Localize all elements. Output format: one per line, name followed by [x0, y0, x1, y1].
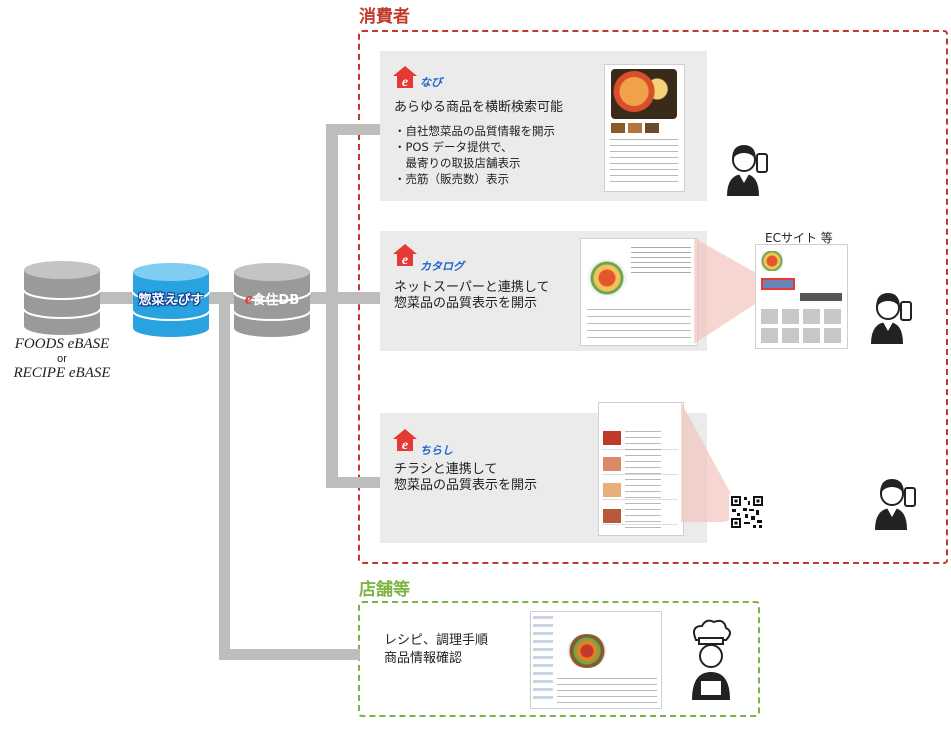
store-dish-photo [567, 634, 607, 668]
ec-dish-photo [761, 251, 783, 271]
chirashi-thumb-3 [603, 483, 621, 497]
connector-to-chirashi [326, 477, 380, 488]
svg-text:e: e [402, 253, 408, 268]
person-with-phone-icon [727, 145, 768, 196]
shoku-ju-db-cylinder [233, 263, 311, 337]
store-line: レシピ、調理手順 [384, 633, 489, 648]
souzai-ebisu-label: 惣菜えびす [138, 293, 204, 308]
navi-product-screenshot [604, 64, 685, 192]
chirashi-brand-label: ちらし [420, 444, 453, 457]
person-with-phone-icon [875, 479, 916, 530]
chirashi-text: チラシと連携して 惣菜品の品質表示を開示 [394, 462, 537, 494]
chirashi-price-lines [625, 431, 661, 529]
catalog-brand-label: カタログ [420, 260, 464, 273]
e-house-logo-icon: e [393, 429, 417, 453]
thumbnail-strip [611, 123, 677, 133]
ec-site-mockup [755, 244, 848, 349]
chirashi-thumb-4 [603, 509, 621, 523]
ec-grid [761, 309, 841, 343]
source-database-cylinder [23, 261, 101, 335]
catalog-line: 惣菜品の品質表示を開示 [394, 296, 538, 311]
navi-brand-label: なび [420, 76, 442, 89]
ec-site-label: ECサイト 等 [765, 231, 833, 245]
e-house-logo-icon: e [393, 244, 417, 268]
db-label: 食住DB [252, 293, 300, 308]
svg-text:e: e [402, 438, 408, 453]
bento-photo [611, 69, 677, 119]
store-content-lines [557, 678, 657, 704]
catalog-line: ネットスーパーと連携して [394, 280, 550, 295]
chirashi-thumb-2 [603, 457, 621, 471]
chirashi-line: 惣菜品の品質表示を開示 [394, 478, 538, 493]
catalog-projection-beam [694, 238, 758, 344]
ec-cart-button [800, 293, 842, 301]
connector-store-vertical [219, 300, 230, 660]
catalog-screenshot [580, 238, 698, 346]
store-line: 商品情報確認 [384, 651, 463, 666]
store-sidebar [533, 616, 553, 704]
shoku-ju-db-label: e食住DB [228, 289, 316, 309]
catalog-text: ネットスーパーと連携して 惣菜品の品質表示を開示 [394, 280, 549, 312]
ec-highlight-button [761, 278, 795, 290]
navi-bullets: ・自社惣菜品の品質情報を開示 ・POS データ提供で、 最寄りの取扱店舗表示 ・… [394, 123, 555, 187]
navi-heading: あらゆる商品を横断検索可能 [394, 100, 564, 115]
catalog-text-lines [631, 247, 691, 277]
souzai-ebisu-cylinder [132, 263, 210, 337]
qr-code-icon [729, 494, 765, 530]
or-label: or [57, 353, 67, 365]
person-with-phone-icon [871, 293, 912, 344]
navi-bullet: ・POS データ提供で、 [394, 140, 513, 154]
connector-to-navi [326, 124, 380, 135]
store-text: レシピ、調理手順 商品情報確認 [384, 632, 488, 668]
chirashi-screenshot [598, 402, 684, 536]
chirashi-line: チラシと連携して [394, 462, 498, 477]
navi-bullet: 最寄りの取扱店舗表示 [394, 156, 521, 170]
navi-bullet: ・売筋（販売数）表示 [394, 172, 509, 186]
foods-ebase-label: FOODS eBASE [14, 336, 110, 352]
navi-bullet: ・自社惣菜品の品質情報を開示 [394, 124, 555, 138]
source-labels: FOODS eBASE or RECIPE eBASE [2, 336, 122, 382]
store-recipe-screenshot [530, 611, 662, 709]
store-section-title: 店舗等 [359, 580, 410, 600]
connector-to-store [219, 649, 360, 660]
product-text-lines [610, 139, 678, 185]
connector-consumer-vertical [326, 124, 338, 488]
db-prefix-logo: e [244, 289, 253, 308]
svg-text:e: e [402, 75, 408, 90]
dish-photo [587, 259, 627, 297]
chef-icon [692, 619, 731, 700]
chirashi-thumb-1 [603, 431, 621, 445]
e-house-logo-icon: e [393, 66, 417, 90]
catalog-rows [587, 309, 691, 339]
consumer-section-title: 消費者 [359, 7, 410, 27]
recipe-ebase-label: RECIPE eBASE [13, 365, 111, 381]
chirashi-projection-beam [681, 402, 731, 522]
